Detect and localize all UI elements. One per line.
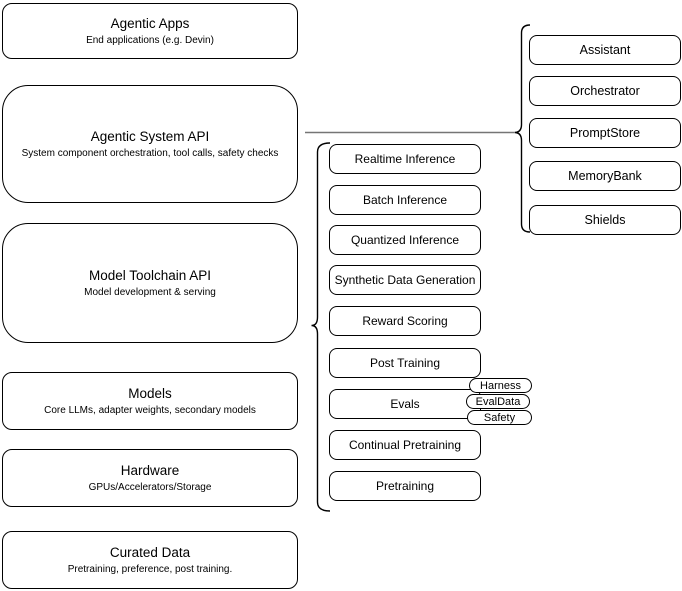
node-title: Models — [128, 385, 172, 401]
node-realtime-inference: Realtime Inference — [329, 144, 481, 174]
node-title: Model Toolchain API — [88, 267, 212, 283]
node-subtitle: Pretraining, preference, post training. — [67, 563, 233, 575]
node-pretraining: Pretraining — [329, 471, 481, 501]
node-title: Agentic Apps — [110, 15, 190, 31]
node-eval-evaldata: EvalData — [466, 394, 530, 409]
node-subtitle: GPUs/Accelerators/Storage — [88, 481, 212, 493]
system-components-brace — [514, 24, 531, 233]
node-subtitle: System component orchestration, tool cal… — [21, 147, 279, 159]
node-orchestrator: Orchestrator — [529, 76, 681, 106]
node-synthetic-data-generation: Synthetic Data Generation — [329, 265, 481, 295]
node-memorybank: MemoryBank — [529, 161, 681, 191]
node-promptstore: PromptStore — [529, 118, 681, 148]
node-batch-inference: Batch Inference — [329, 185, 481, 215]
node-agentic-apps: Agentic Apps End applications (e.g. Devi… — [2, 3, 298, 59]
node-curated-data: Curated Data Pretraining, preference, po… — [2, 531, 298, 589]
node-eval-safety: Safety — [467, 410, 532, 425]
node-subtitle: End applications (e.g. Devin) — [86, 34, 214, 46]
node-title: Agentic System API — [90, 128, 210, 144]
node-models: Models Core LLMs, adapter weights, secon… — [2, 372, 298, 430]
node-hardware: Hardware GPUs/Accelerators/Storage — [2, 449, 298, 507]
node-subtitle: Model development & serving — [84, 286, 216, 298]
node-post-training: Post Training — [329, 348, 481, 378]
node-title: Hardware — [120, 462, 180, 478]
node-agentic-system-api: Agentic System API System component orch… — [2, 85, 298, 203]
node-eval-harness: Harness — [469, 378, 532, 393]
node-subtitle: Core LLMs, adapter weights, secondary mo… — [44, 404, 256, 416]
node-assistant: Assistant — [529, 35, 681, 65]
node-shields: Shields — [529, 205, 681, 235]
node-quantized-inference: Quantized Inference — [329, 225, 481, 255]
toolchain-services-brace — [311, 142, 331, 512]
node-reward-scoring: Reward Scoring — [329, 306, 481, 336]
node-title: Curated Data — [109, 544, 191, 560]
node-evals: Evals — [329, 389, 481, 419]
node-continual-pretraining: Continual Pretraining — [329, 430, 481, 460]
node-model-toolchain-api: Model Toolchain API Model development & … — [2, 223, 298, 343]
